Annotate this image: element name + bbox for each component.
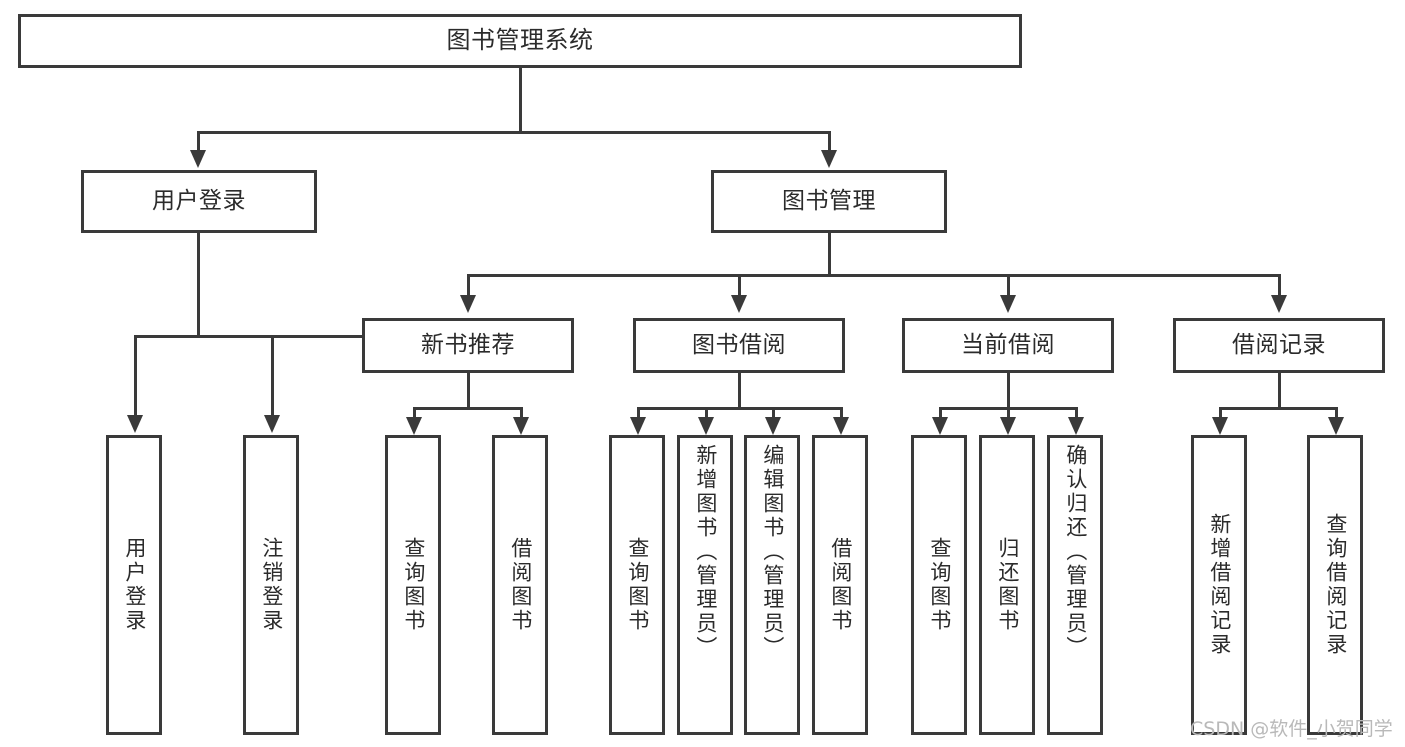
arrowhead-leaf-borrow-book-2 xyxy=(833,417,849,435)
connector-root-stem xyxy=(519,68,522,131)
arrowhead-user-login xyxy=(190,150,206,168)
leaf-label: 新增借阅记录 xyxy=(1207,513,1232,657)
connector-drop-leaf-confirm-return xyxy=(1075,407,1078,419)
arrowhead-leaf-query-book-1 xyxy=(406,417,422,435)
leaf-label: 新增图书（管理员） xyxy=(693,444,718,660)
connector-current-borrow-stem xyxy=(1007,373,1010,407)
connector-user-login-bus xyxy=(134,335,404,338)
connector-drop-leaf-user-login xyxy=(134,335,137,417)
leaf-user-login[interactable]: 用户登录 xyxy=(106,435,162,735)
connector-drop-leaf-add-book xyxy=(705,407,708,419)
connector-drop-leaf-edit-book xyxy=(772,407,775,419)
arrowhead-leaf-edit-book xyxy=(765,417,781,435)
leaf-edit-book-admin[interactable]: 编辑图书（管理员） xyxy=(744,435,800,735)
leaf-add-borrow-record[interactable]: 新增借阅记录 xyxy=(1191,435,1247,735)
leaf-label: 用户登录 xyxy=(122,537,147,633)
leaf-query-book-current[interactable]: 查询图书 xyxy=(911,435,967,735)
connector-drop-leaf-query-record xyxy=(1335,407,1338,419)
node-label: 当前借阅 xyxy=(961,332,1055,359)
arrowhead-leaf-query-book-2 xyxy=(630,417,646,435)
node-user-login[interactable]: 用户登录 xyxy=(81,170,317,233)
connector-level3-bus xyxy=(467,274,1281,277)
arrowhead-book-borrow xyxy=(731,295,747,313)
leaf-confirm-return-admin[interactable]: 确认归还（管理员） xyxy=(1047,435,1103,735)
leaf-label: 确认归还（管理员） xyxy=(1063,444,1088,660)
leaf-logout-login[interactable]: 注销登录 xyxy=(243,435,299,735)
node-book-management[interactable]: 图书管理 xyxy=(711,170,947,233)
arrowhead-new-book xyxy=(460,295,476,313)
leaf-label: 归还图书 xyxy=(995,537,1020,633)
node-current-borrow[interactable]: 当前借阅 xyxy=(902,318,1114,373)
leaf-return-book[interactable]: 归还图书 xyxy=(979,435,1035,735)
leaf-label: 查询图书 xyxy=(625,537,650,633)
leaf-query-borrow-record[interactable]: 查询借阅记录 xyxy=(1307,435,1363,735)
arrowhead-leaf-return-book xyxy=(1000,417,1016,435)
node-borrow-record[interactable]: 借阅记录 xyxy=(1173,318,1385,373)
arrowhead-leaf-query-record xyxy=(1328,417,1344,435)
connector-drop-borrow-record xyxy=(1278,274,1281,297)
csdn-watermark: CSDN @软件_小贺同学 xyxy=(1190,718,1393,740)
arrowhead-leaf-query-book-3 xyxy=(932,417,948,435)
connector-drop-leaf-borrow-book-1 xyxy=(520,407,523,419)
node-label: 图书管理 xyxy=(782,188,876,215)
connector-drop-book-borrow xyxy=(738,274,741,297)
leaf-borrow-book-new-book[interactable]: 借阅图书 xyxy=(492,435,548,735)
connector-drop-current-borrow xyxy=(1007,274,1010,297)
arrowhead-book-manage xyxy=(821,150,837,168)
connector-book-manage-stem xyxy=(828,233,831,274)
connector-drop-leaf-borrow-book-2 xyxy=(840,407,843,419)
leaf-label: 借阅图书 xyxy=(828,537,853,633)
connector-borrow-record-bus xyxy=(1219,407,1338,410)
arrowhead-leaf-borrow-book-1 xyxy=(513,417,529,435)
leaf-label: 查询图书 xyxy=(927,537,952,633)
connector-level2-bus xyxy=(197,131,831,134)
leaf-query-book-new-book[interactable]: 查询图书 xyxy=(385,435,441,735)
arrowhead-leaf-logout-login xyxy=(264,415,280,433)
node-label: 新书推荐 xyxy=(421,332,515,359)
connector-new-book-stem xyxy=(467,373,470,407)
node-label: 用户登录 xyxy=(152,188,246,215)
leaf-label: 查询图书 xyxy=(401,537,426,633)
connector-drop-leaf-add-record xyxy=(1219,407,1222,419)
connector-drop-leaf-query-book-3 xyxy=(939,407,942,419)
connector-borrow-record-stem xyxy=(1278,373,1281,407)
arrowhead-leaf-confirm-return xyxy=(1068,417,1084,435)
leaf-add-book-admin[interactable]: 新增图书（管理员） xyxy=(677,435,733,735)
node-label: 图书管理系统 xyxy=(446,26,594,55)
arrowhead-leaf-user-login xyxy=(127,415,143,433)
arrowhead-borrow-record xyxy=(1271,295,1287,313)
connector-new-book-bus xyxy=(413,407,523,410)
node-book-management-system[interactable]: 图书管理系统 xyxy=(18,14,1022,68)
connector-user-login-stem xyxy=(197,233,200,335)
leaf-label: 查询借阅记录 xyxy=(1323,513,1348,657)
connector-drop-leaf-query-book-1 xyxy=(413,407,416,419)
node-new-book-recommend[interactable]: 新书推荐 xyxy=(362,318,574,373)
node-book-borrow[interactable]: 图书借阅 xyxy=(633,318,845,373)
arrowhead-leaf-add-book xyxy=(698,417,714,435)
connector-drop-user-login xyxy=(197,131,200,152)
connector-book-borrow-stem xyxy=(738,373,741,407)
arrowhead-current-borrow xyxy=(1000,295,1016,313)
node-label: 借阅记录 xyxy=(1232,332,1326,359)
connector-drop-leaf-query-book-2 xyxy=(637,407,640,419)
leaf-label: 注销登录 xyxy=(259,537,284,633)
connector-drop-leaf-return-book xyxy=(1007,407,1010,419)
connector-drop-leaf-logout-login xyxy=(271,335,274,417)
arrowhead-leaf-add-record xyxy=(1212,417,1228,435)
leaf-label: 编辑图书（管理员） xyxy=(760,444,785,660)
connector-drop-new-book xyxy=(467,274,470,297)
leaf-query-book-borrow[interactable]: 查询图书 xyxy=(609,435,665,735)
node-label: 图书借阅 xyxy=(692,332,786,359)
leaf-label: 借阅图书 xyxy=(508,537,533,633)
connector-drop-book-manage xyxy=(828,131,831,152)
connector-book-borrow-bus xyxy=(637,407,843,410)
leaf-borrow-book-borrow[interactable]: 借阅图书 xyxy=(812,435,868,735)
